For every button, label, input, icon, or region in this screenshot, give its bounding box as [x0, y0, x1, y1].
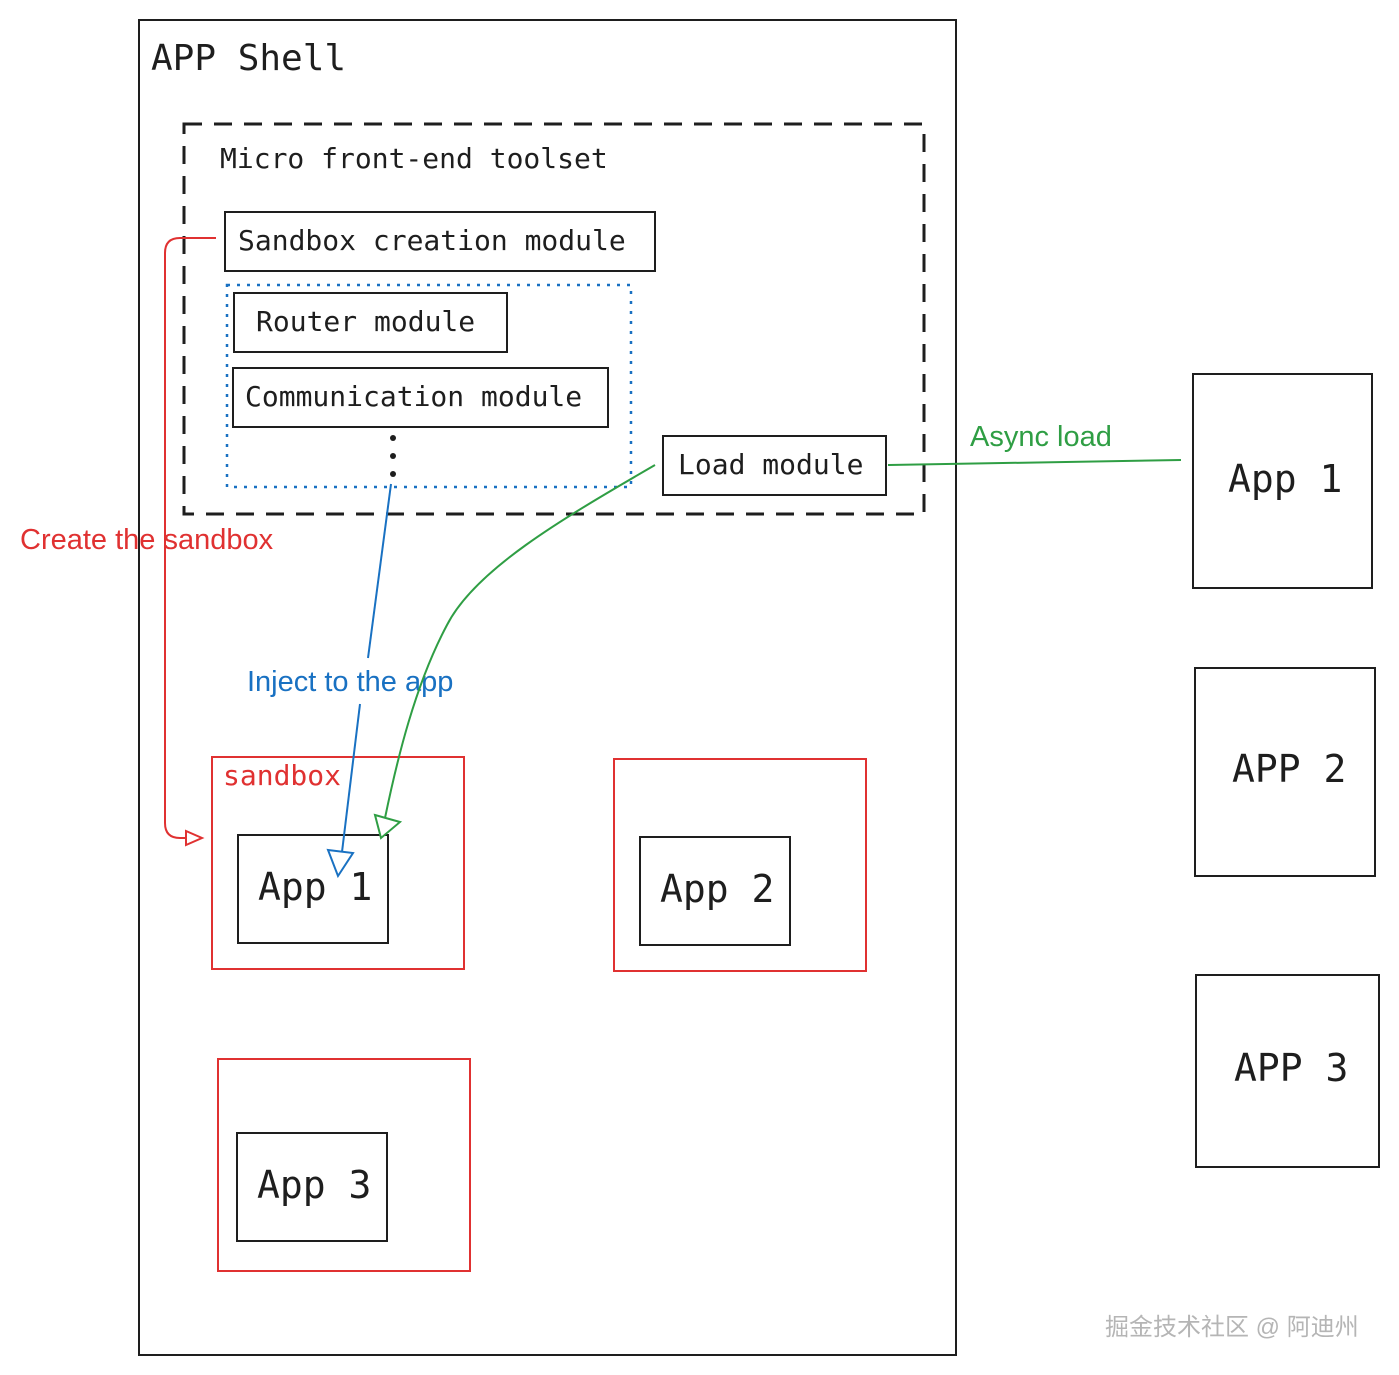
inner-app-1-label: App 1	[258, 865, 372, 909]
inject-arrowhead	[326, 848, 355, 879]
router-module-box	[233, 292, 508, 353]
remote-app-3-box	[1195, 974, 1380, 1168]
inner-app-2-label: App 2	[660, 867, 774, 911]
sandbox-label: sandbox	[223, 759, 341, 792]
sandbox-creation-module-box	[224, 211, 656, 272]
app-shell-frame	[138, 19, 957, 1356]
more-modules-ellipsis	[390, 435, 396, 477]
app-shell-title: APP Shell	[151, 38, 346, 79]
sandbox-creation-module-label: Sandbox creation module	[238, 224, 626, 257]
inner-app-2-box	[639, 836, 791, 946]
remote-app-2-box	[1194, 667, 1376, 877]
create-sandbox-label: Create the sandbox	[20, 524, 274, 556]
watermark: 掘金技术社区 @ 阿迪州	[1105, 1314, 1359, 1341]
communication-module-label: Communication module	[245, 380, 582, 413]
inject-arrow-top	[367, 483, 392, 659]
shared-modules-group	[225, 283, 633, 489]
create-sandbox-arrowhead	[185, 829, 205, 847]
inject-arrow-bottom	[341, 703, 361, 853]
sandbox-frame-3	[217, 1058, 471, 1272]
inner-app-3-box	[236, 1132, 388, 1242]
communication-module-box	[232, 367, 609, 428]
load-module-box	[662, 435, 887, 496]
load-to-app-arrow	[384, 464, 656, 819]
toolset-frame	[182, 122, 926, 516]
remote-app-3-label: APP 3	[1234, 1046, 1348, 1090]
async-load-line	[887, 459, 1182, 466]
sandbox-frame-2	[613, 758, 867, 972]
load-to-app-arrowhead	[373, 813, 403, 840]
remote-app-1-box	[1192, 373, 1373, 589]
remote-app-1-label: App 1	[1228, 457, 1342, 501]
inner-app-1-box	[237, 834, 389, 944]
toolset-title: Micro front-end toolset	[220, 142, 608, 175]
sandbox-frame-1	[211, 756, 465, 970]
load-module-label: Load module	[678, 448, 863, 481]
inner-app-3-label: App 3	[257, 1163, 371, 1207]
remote-app-2-label: APP 2	[1232, 747, 1346, 791]
async-load-label: Async load	[970, 421, 1112, 453]
create-sandbox-arrow	[164, 237, 216, 839]
router-module-label: Router module	[256, 305, 475, 338]
